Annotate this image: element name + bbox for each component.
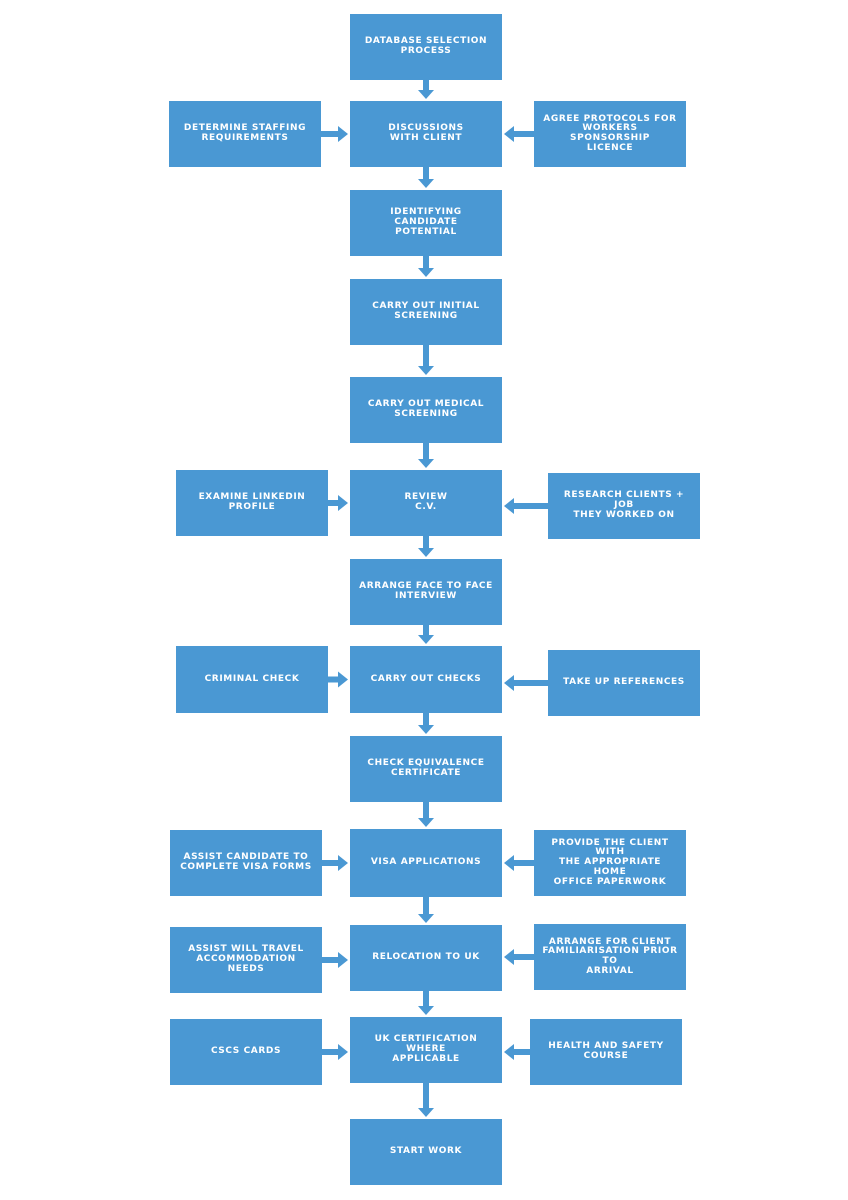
arrow-agree-protocols [504, 126, 534, 142]
arrow-linkedin-profile [328, 495, 348, 511]
side-client-familiarisation: ARRANGE FOR CLIENT FAMILIARISATION PRIOR… [534, 924, 686, 990]
side-take-up-references: TAKE UP REFERENCES [548, 650, 700, 716]
step-uk-certification: UK CERTIFICATION WHERE APPLICABLE [350, 1017, 502, 1083]
arrow-client-familiarisation [504, 949, 534, 965]
arrow-initial-screening-to-medical-screening [418, 345, 434, 375]
step-identifying-candidate: IDENTIFYING CANDIDATE POTENTIAL [350, 190, 502, 256]
step-initial-screening: CARRY OUT INITIAL SCREENING [350, 279, 502, 345]
step-relocation-uk: RELOCATION TO UK [350, 925, 502, 991]
side-home-office-paperwork: PROVIDE THE CLIENT WITH THE APPROPRIATE … [534, 830, 686, 896]
step-database-selection: DATABASE SELECTION PROCESS [350, 14, 502, 80]
arrow-discussions-client-to-identifying-candidate [418, 167, 434, 188]
step-visa-applications: VISA APPLICATIONS [350, 829, 502, 897]
step-review-cv: REVIEW C.V. [350, 470, 502, 536]
step-medical-screening: CARRY OUT MEDICAL SCREENING [350, 377, 502, 443]
arrow-travel-accommodation [322, 952, 348, 968]
arrow-health-safety [504, 1044, 530, 1060]
arrow-face-to-face-to-carry-out-checks [418, 625, 434, 644]
side-criminal-check: CRIMINAL CHECK [176, 646, 328, 713]
arrow-cscs-cards [322, 1044, 348, 1060]
arrow-criminal-check [328, 671, 348, 688]
arrow-review-cv-to-face-to-face [418, 536, 434, 557]
arrow-home-office-paperwork [504, 855, 534, 871]
arrow-database-selection-to-discussions-client [418, 80, 434, 99]
side-health-safety: HEALTH AND SAFETY COURSE [530, 1019, 682, 1085]
arrow-relocation-uk-to-uk-certification [418, 991, 434, 1015]
side-staffing-requirements: DETERMINE STAFFING REQUIREMENTS [169, 101, 321, 167]
arrow-carry-out-checks-to-equivalence-certificate [418, 713, 434, 734]
side-agree-protocols: AGREE PROTOCOLS FOR WORKERS SPONSORSHIP … [534, 101, 686, 167]
step-face-to-face: ARRANGE FACE TO FACE INTERVIEW [350, 559, 502, 625]
side-travel-accommodation: ASSIST WILL TRAVEL ACCOMMODATION NEEDS [170, 927, 322, 993]
side-linkedin-profile: EXAMINE LINKEDIN PROFILE [176, 470, 328, 536]
step-carry-out-checks: CARRY OUT CHECKS [350, 646, 502, 713]
arrow-assist-visa-forms [322, 855, 348, 871]
arrow-staffing-requirements [321, 126, 348, 142]
side-cscs-cards: CSCS CARDS [170, 1019, 322, 1085]
step-equivalence-certificate: CHECK EQUIVALENCE CERTIFICATE [350, 736, 502, 802]
arrow-medical-screening-to-review-cv [418, 443, 434, 468]
side-assist-visa-forms: ASSIST CANDIDATE TO COMPLETE VISA FORMS [170, 830, 322, 896]
arrow-equivalence-certificate-to-visa-applications [418, 802, 434, 827]
arrow-identifying-candidate-to-initial-screening [418, 256, 434, 277]
arrow-research-clients [504, 498, 548, 514]
step-start-work: START WORK [350, 1119, 502, 1185]
step-discussions-client: DISCUSSIONS WITH CLIENT [350, 101, 502, 167]
arrow-uk-certification-to-start-work [418, 1083, 434, 1117]
arrow-visa-applications-to-relocation-uk [418, 897, 434, 923]
side-research-clients: RESEARCH CLIENTS + JOB THEY WORKED ON [548, 473, 700, 539]
arrow-take-up-references [504, 675, 548, 691]
